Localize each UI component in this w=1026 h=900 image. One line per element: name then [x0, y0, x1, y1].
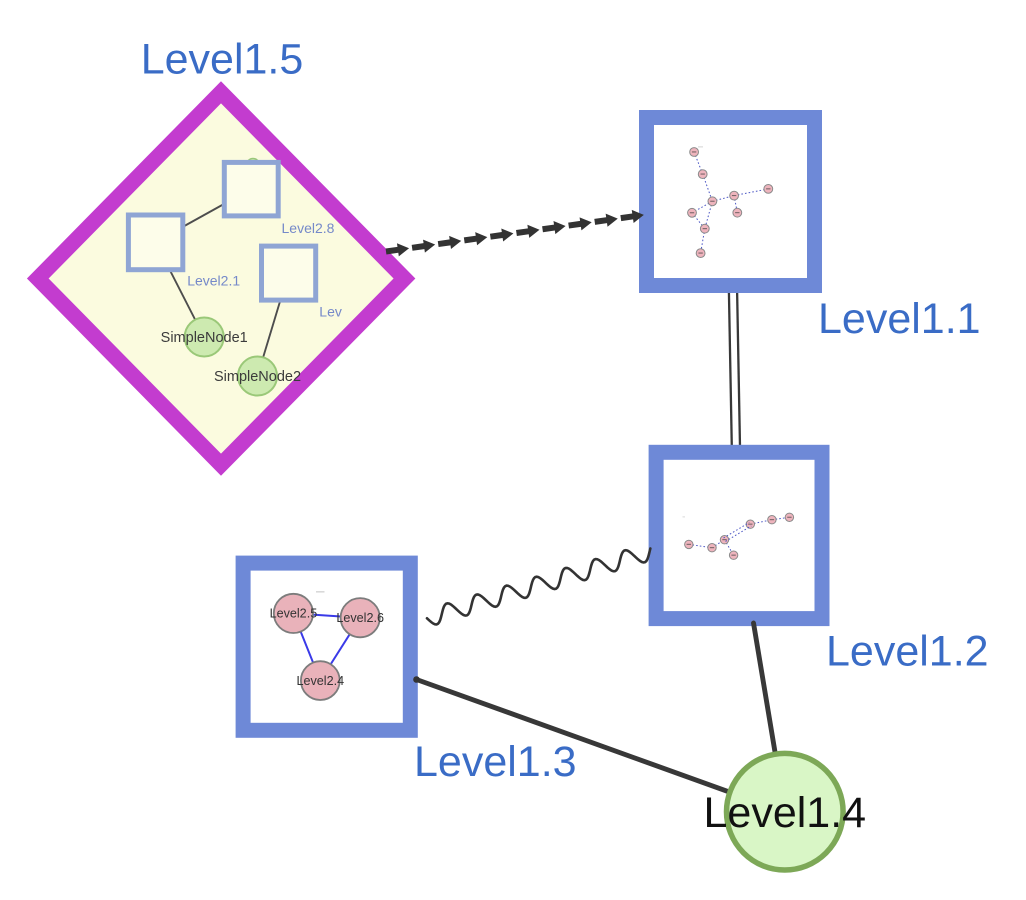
svg-text:Level2.1: Level2.1: [187, 273, 240, 289]
svg-text:Level2.6: Level2.6: [336, 611, 384, 625]
svg-text:Level1.2: Level1.2: [826, 628, 989, 676]
svg-text:SimpleNode2: SimpleNode2: [214, 369, 301, 385]
svg-text:Level1.3: Level1.3: [414, 738, 577, 786]
svg-text:Level2.5: Level2.5: [270, 607, 318, 621]
svg-text:Level2.8: Level2.8: [282, 220, 335, 236]
svg-text:SimpleNode1: SimpleNode1: [161, 330, 248, 346]
svg-text:Lev: Lev: [319, 304, 342, 320]
svg-text:Level1.4: Level1.4: [704, 789, 867, 837]
svg-text:Level1.1: Level1.1: [818, 295, 981, 343]
svg-text:Level2.4: Level2.4: [296, 674, 344, 688]
svg-text:Level1.5: Level1.5: [141, 36, 304, 84]
